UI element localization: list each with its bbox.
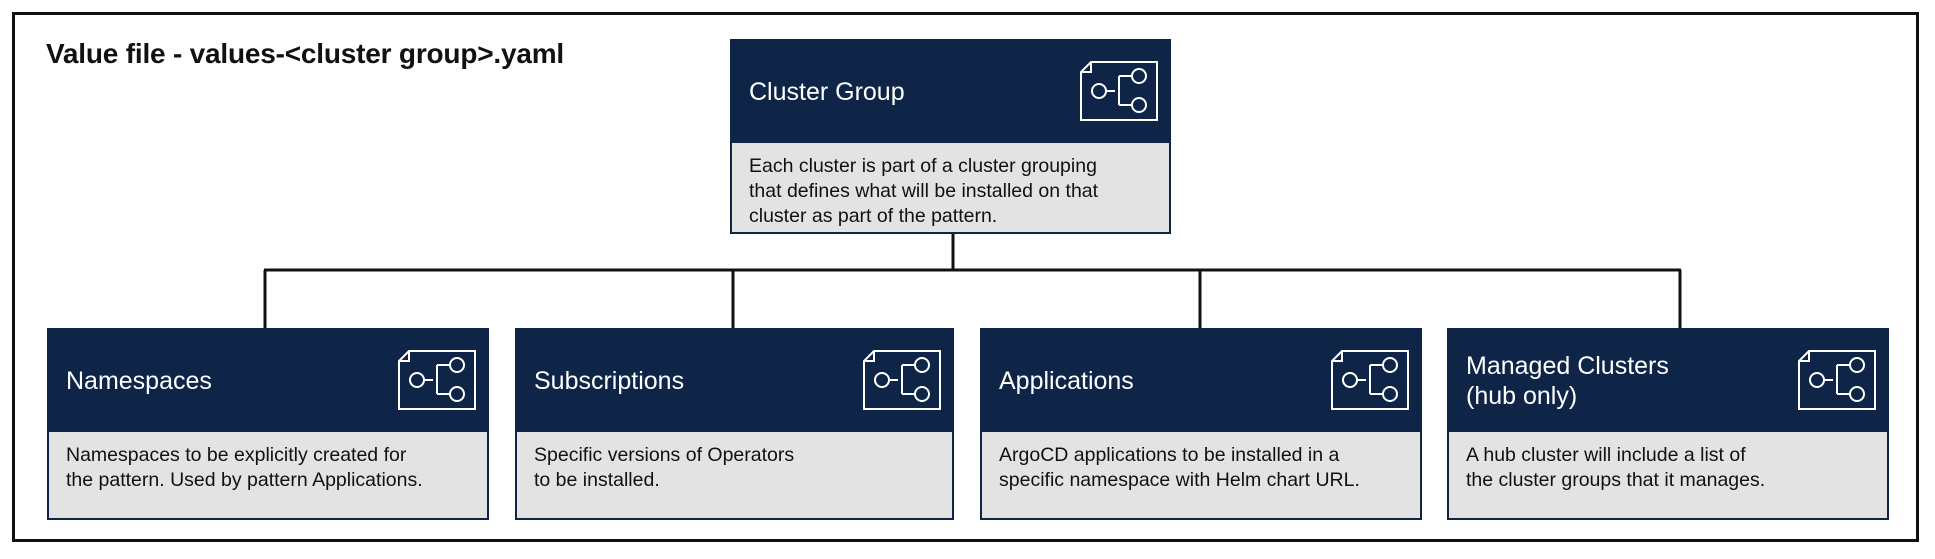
flow-chart-icon: [398, 350, 476, 410]
flow-chart-icon: [1798, 350, 1876, 410]
page-title: Value file - values-<cluster group>.yaml: [46, 38, 564, 69]
card-description: ArgoCD applications to be installed in a…: [999, 444, 1360, 491]
applications-card: Applications ArgoCD applications to be i…: [980, 328, 1422, 520]
diagram-frame: [12, 12, 1919, 542]
card-title: Managed Clusters (hub only): [1466, 352, 1669, 410]
card-title: Subscriptions: [534, 367, 685, 395]
card-header: Subscriptions: [517, 330, 952, 432]
card-header: Cluster Group: [732, 41, 1169, 143]
subscriptions-card: Subscriptions Specific versions of Opera…: [515, 328, 954, 520]
card-header: Managed Clusters (hub only): [1449, 330, 1887, 432]
flow-chart-icon: [1080, 61, 1158, 121]
card-description: Specific versions of Operators to be ins…: [534, 444, 795, 491]
card-title: Applications: [999, 367, 1134, 395]
card-description: Namespaces to be explicitly created for …: [66, 444, 423, 491]
managed-clusters-card: Managed Clusters (hub only) A hub cluste…: [1447, 328, 1889, 520]
card-title: Cluster Group: [749, 78, 905, 106]
flow-chart-icon: [1331, 350, 1409, 410]
card-header: Namespaces: [49, 330, 487, 432]
card-header: Applications: [982, 330, 1420, 432]
cluster-group-card: Cluster Group Each cluster is part of a …: [730, 39, 1171, 234]
card-description: Each cluster is part of a cluster groupi…: [749, 155, 1099, 227]
card-description: A hub cluster will include a list of the…: [1466, 444, 1766, 491]
flow-chart-icon: [863, 350, 941, 410]
namespaces-card: Namespaces Namespaces to be explicitly c…: [47, 328, 489, 520]
card-title: Namespaces: [66, 367, 212, 395]
